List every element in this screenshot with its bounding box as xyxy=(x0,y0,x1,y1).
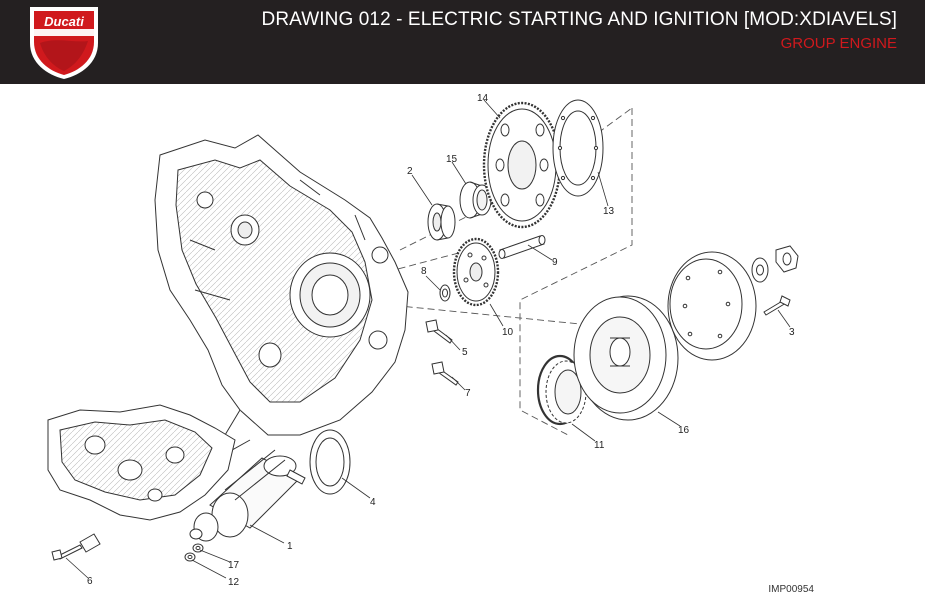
callout-16[interactable]: 16 xyxy=(678,425,690,436)
svg-text:5: 5 xyxy=(462,347,468,358)
callout-10[interactable]: 10 xyxy=(502,327,514,338)
svg-text:15: 15 xyxy=(446,154,458,165)
callout-15[interactable]: 15 xyxy=(446,154,458,165)
callout-13[interactable]: 13 xyxy=(603,206,615,217)
header-bar: Ducati DRAWING 012 - ELECTRIC STARTING A… xyxy=(0,0,925,84)
part-15-bearing xyxy=(459,181,492,219)
callout-11[interactable]: 11 xyxy=(594,440,605,451)
part-12-nut xyxy=(184,552,196,562)
svg-text:1: 1 xyxy=(287,541,293,552)
part-3-screw xyxy=(763,295,791,316)
svg-text:7: 7 xyxy=(465,388,471,399)
stator-cover xyxy=(667,251,757,361)
drawing-code: IMP00954 xyxy=(768,584,814,595)
exploded-parts-diagram: 1 2 3 4 5 6 7 8 9 10 11 12 13 14 15 16 1… xyxy=(47,93,799,588)
part-16-flywheel xyxy=(573,295,679,421)
callout-leader-lines xyxy=(65,99,791,579)
part-5-screw xyxy=(425,319,453,344)
callout-2[interactable]: 2 xyxy=(407,166,413,177)
callout-4[interactable]: 4 xyxy=(370,497,376,508)
callout-7[interactable]: 7 xyxy=(465,388,471,399)
svg-text:2: 2 xyxy=(407,166,413,177)
svg-text:4: 4 xyxy=(370,497,376,508)
part-2-bushing xyxy=(427,203,456,241)
callout-12[interactable]: 12 xyxy=(228,577,240,588)
svg-text:12: 12 xyxy=(228,577,240,588)
callout-3[interactable]: 3 xyxy=(789,327,795,338)
page-title: DRAWING 012 - ELECTRIC STARTING AND IGNI… xyxy=(261,9,897,30)
svg-text:3: 3 xyxy=(789,327,795,338)
callout-5[interactable]: 5 xyxy=(462,347,468,358)
ducati-logo-icon[interactable]: Ducati xyxy=(26,3,102,81)
svg-text:6: 6 xyxy=(87,576,93,587)
callout-6[interactable]: 6 xyxy=(87,576,93,587)
callout-14[interactable]: 14 xyxy=(477,93,489,104)
part-11-freewheel xyxy=(536,354,587,426)
callout-1[interactable]: 1 xyxy=(287,541,293,552)
callout-17[interactable]: 17 xyxy=(228,560,240,571)
part-4-gasket xyxy=(309,429,351,495)
group-link[interactable]: GROUP ENGINE xyxy=(780,35,897,52)
part-1-starter-motor xyxy=(189,449,306,542)
svg-text:16: 16 xyxy=(678,425,690,436)
svg-text:11: 11 xyxy=(594,440,605,451)
svg-text:9: 9 xyxy=(552,257,558,268)
svg-text:8: 8 xyxy=(421,266,427,277)
svg-text:17: 17 xyxy=(228,560,240,571)
part-6-screw xyxy=(51,533,101,561)
logo-wordmark: Ducati xyxy=(44,14,84,29)
svg-text:10: 10 xyxy=(502,327,514,338)
svg-text:13: 13 xyxy=(603,206,615,217)
nut-and-washer xyxy=(751,245,799,283)
part-10-idler-gear xyxy=(452,237,500,307)
part-8-washer xyxy=(439,284,451,302)
callout-9[interactable]: 9 xyxy=(552,257,558,268)
part-9-shaft xyxy=(498,235,546,259)
part-13-ring xyxy=(552,99,604,197)
callout-8[interactable]: 8 xyxy=(421,266,427,277)
svg-text:14: 14 xyxy=(477,93,489,104)
crankcase-housing xyxy=(154,134,409,451)
part-14-ring-gear xyxy=(482,101,562,229)
part-7-screw xyxy=(431,361,459,386)
lower-crankcase-fragment xyxy=(47,404,236,521)
